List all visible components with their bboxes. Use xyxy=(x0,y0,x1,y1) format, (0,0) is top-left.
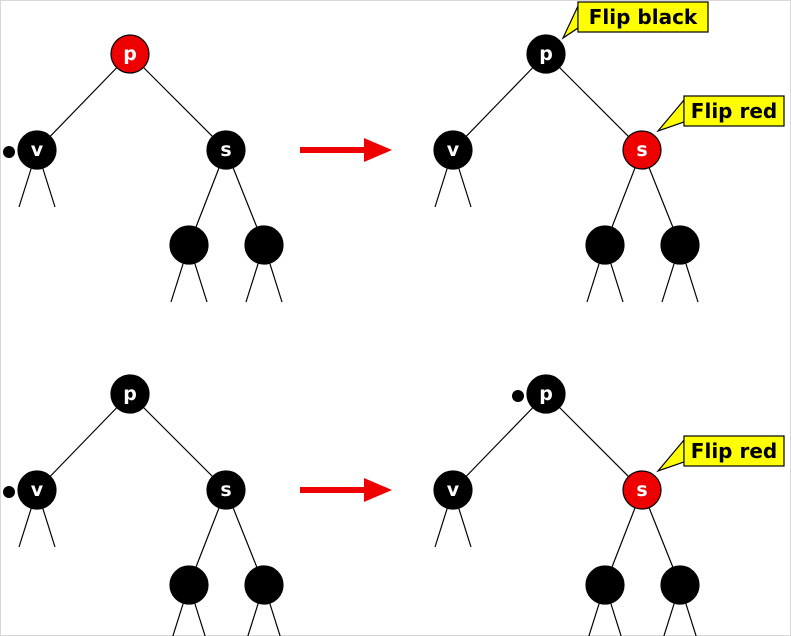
bottom-after-node-p-label: p xyxy=(539,383,553,405)
bottom-after-node-sl xyxy=(585,565,625,605)
top-transform-arrow-shaft xyxy=(300,147,366,153)
bottom-after-node-v-label: v xyxy=(447,479,460,501)
top-callout-1-pointer xyxy=(561,5,579,40)
bottom-before-tree: p v s xyxy=(3,374,284,636)
top-after-edge-p-s xyxy=(545,53,643,151)
top-callout-2-seam xyxy=(684,98,688,124)
top-after-tree: p v s xyxy=(433,34,700,303)
bottom-before-node-p-label: p xyxy=(123,383,137,405)
bottom-callout-1-box xyxy=(683,435,785,467)
bottom-after-tree: p v s xyxy=(433,374,700,636)
top-before-node-sr xyxy=(244,225,284,265)
bottom-after-node-s-label: s xyxy=(636,479,647,501)
top-after-node-v-label: v xyxy=(447,139,460,161)
bottom-after-node-sr xyxy=(660,565,700,605)
bottom-callout-1-seam xyxy=(684,438,688,464)
top-after-node-s-label: s xyxy=(636,139,647,161)
bottom-after-node-v xyxy=(433,470,473,510)
bottom-before-node-v xyxy=(17,470,57,510)
bottom-after-node-s xyxy=(622,470,662,510)
top-callout-2: Flip red xyxy=(656,95,785,133)
bottom-before-node-sr xyxy=(244,565,284,605)
top-before-tree: p v s xyxy=(3,34,284,303)
bottom-transform-arrow-shaft xyxy=(300,487,366,493)
bottom-before-double-black-dot-v xyxy=(3,486,15,498)
top-after-node-p xyxy=(526,34,566,74)
bottom-before-edge-p-v xyxy=(36,393,131,491)
top-transform-arrow-head xyxy=(364,138,392,162)
bottom-callout-1-pointer xyxy=(656,438,685,473)
bottom-before-node-v-label: v xyxy=(31,479,44,501)
top-before-node-s-label: s xyxy=(220,139,231,161)
top-before-node-sl xyxy=(169,225,209,265)
top-callout-1: Flip black xyxy=(561,1,709,40)
bottom-after-node-p xyxy=(526,374,566,414)
top-before-node-v xyxy=(17,130,57,170)
bottom-before-node-p xyxy=(110,374,150,414)
top-after-node-sl xyxy=(585,225,625,265)
top-before-node-v-label: v xyxy=(31,139,44,161)
bottom-transform-arrow-head xyxy=(364,478,392,502)
bottom-callout-1: Flip red xyxy=(656,435,785,473)
top-transform-arrow xyxy=(300,138,392,162)
top-after-node-v xyxy=(433,130,473,170)
bottom-before-node-s-label: s xyxy=(220,479,231,501)
top-before-node-p xyxy=(110,34,150,74)
top-after-node-s xyxy=(622,130,662,170)
top-after-node-p-label: p xyxy=(539,43,553,65)
top-callout-2-box xyxy=(683,95,785,127)
bottom-after-edge-p-v xyxy=(452,393,547,491)
bottom-callout-1-label: Flip red xyxy=(691,439,777,463)
bottom-before-edge-p-s xyxy=(129,393,227,491)
bottom-before-node-s xyxy=(206,470,246,510)
top-before-edge-p-s xyxy=(129,53,227,151)
top-callout-2-label: Flip red xyxy=(691,99,777,123)
top-callout-1-seam xyxy=(578,4,582,30)
top-after-node-sr xyxy=(660,225,700,265)
top-after-edge-p-v xyxy=(452,53,547,151)
bottom-transform-arrow xyxy=(300,478,392,502)
bottom-before-node-sl xyxy=(169,565,209,605)
top-before-double-black-dot-v xyxy=(3,146,15,158)
top-before-node-s xyxy=(206,130,246,170)
top-callout-2-pointer xyxy=(656,98,685,133)
top-callout-1-box xyxy=(577,1,709,33)
top-before-node-p-label: p xyxy=(123,43,137,65)
bottom-after-double-black-dot-p xyxy=(512,390,524,402)
top-callout-1-label: Flip black xyxy=(589,5,698,29)
top-before-edge-p-v xyxy=(36,53,131,151)
bottom-after-edge-p-s xyxy=(545,393,643,491)
